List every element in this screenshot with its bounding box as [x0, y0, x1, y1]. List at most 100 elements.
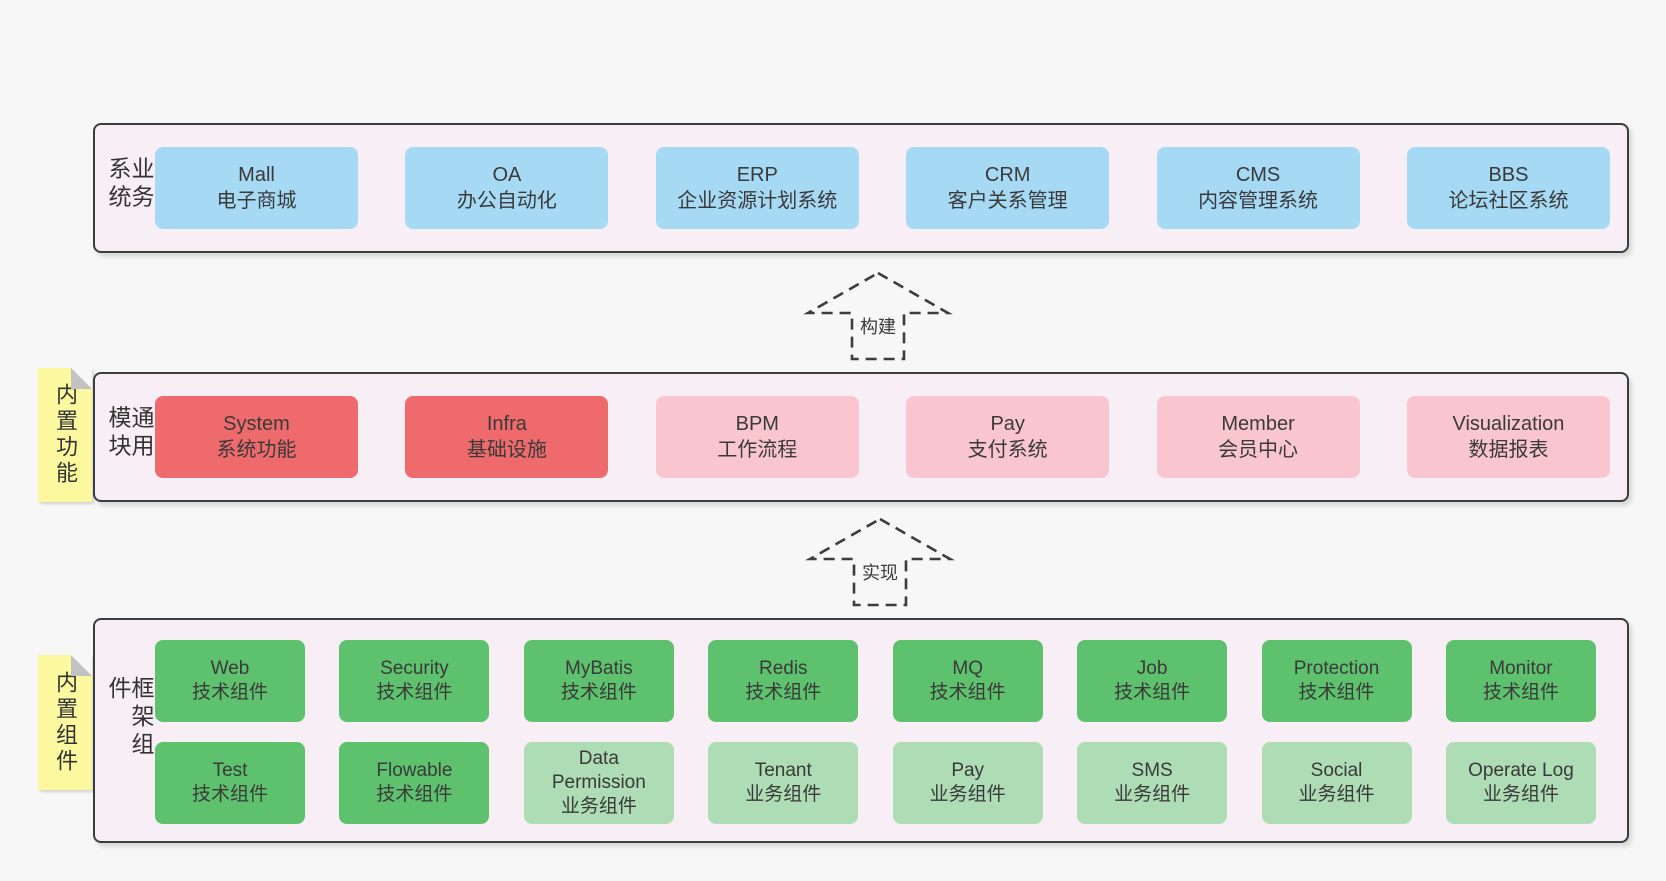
- box-title: Test: [212, 759, 248, 781]
- system-box-crm: CRM 客户关系管理: [906, 147, 1110, 229]
- system-box-cms: CMS 内容管理系统: [1156, 147, 1360, 229]
- box-subtitle: 会员中心: [1218, 439, 1299, 461]
- box-subtitle: 技术组件: [1114, 682, 1191, 703]
- box-subtitle: 论坛社区系统: [1448, 190, 1569, 212]
- module-box-bpm: BPM 工作流程: [655, 396, 859, 478]
- framework-rows: Web 技术组件 Security 技术组件 MyBatis 技术组件 Redi…: [155, 640, 1596, 824]
- component-box-security: Security 技术组件: [339, 640, 490, 722]
- component-box-web: Web 技术组件: [155, 640, 305, 722]
- box-subtitle: 内容管理系统: [1198, 190, 1319, 212]
- framework-row-1: Web 技术组件 Security 技术组件 MyBatis 技术组件 Redi…: [155, 640, 1596, 722]
- box-title: Member: [1221, 412, 1295, 435]
- box-title: Mall: [238, 163, 275, 186]
- component-box-mybatis: MyBatis 技术组件: [523, 640, 674, 722]
- box-title: CMS: [1235, 163, 1281, 186]
- box-subtitle: 系统功能: [216, 439, 297, 461]
- box-subtitle: 技术组件: [191, 682, 268, 703]
- box-title: Protection: [1293, 657, 1380, 679]
- box-subtitle: 业务组件: [560, 796, 637, 818]
- box-title: BPM: [735, 412, 779, 435]
- box-title: BBS: [1488, 163, 1529, 186]
- module-box-visualization: Visualization 数据报表: [1406, 396, 1610, 478]
- box-title: OA: [492, 163, 522, 186]
- component-box-social: Social 业务组件: [1261, 742, 1412, 824]
- box-title: Security: [380, 657, 449, 679]
- box-subtitle: 技术组件: [376, 682, 453, 703]
- box-subtitle: 数据报表: [1468, 439, 1549, 461]
- box-subtitle: 工作流程: [717, 439, 798, 461]
- module-box-member: Member 会员中心: [1156, 396, 1360, 478]
- box-title: Visualization: [1452, 412, 1565, 435]
- component-box-mq: MQ 技术组件: [892, 640, 1043, 722]
- arrow-implement: 实现: [800, 516, 960, 608]
- box-title: Monitor: [1489, 657, 1553, 679]
- arrow-build-label: 构建: [856, 312, 900, 340]
- box-subtitle: 业务组件: [929, 784, 1006, 805]
- band-business-label: 业务系统: [105, 156, 154, 213]
- component-box-monitor: Monitor 技术组件: [1445, 640, 1596, 722]
- box-subtitle: 技术组件: [376, 784, 453, 805]
- box-subtitle: 业务组件: [1114, 784, 1191, 805]
- box-title: Pay: [951, 759, 985, 781]
- component-box-protection: Protection 技术组件: [1261, 640, 1412, 722]
- box-subtitle: 技术组件: [929, 682, 1006, 703]
- module-box-pay: Pay 支付系统: [906, 396, 1110, 478]
- box-subtitle: 技术组件: [1482, 682, 1559, 703]
- system-box-bbs: BBS 论坛社区系统: [1406, 147, 1610, 229]
- component-box-sms: SMS 业务组件: [1077, 742, 1228, 824]
- framework-row-2: Test 技术组件 Flowable 技术组件 Data Permission …: [155, 742, 1596, 824]
- box-title: Data Permission: [551, 747, 646, 793]
- sticky-label: 内置组件: [53, 670, 78, 775]
- arrow-implement-label: 实现: [858, 558, 902, 586]
- component-box-redis: Redis 技术组件: [708, 640, 859, 722]
- band-modules-label: 通用模块: [105, 405, 154, 462]
- box-title: SMS: [1131, 759, 1173, 781]
- component-box-flowable: Flowable 技术组件: [339, 742, 490, 824]
- box-title: MyBatis: [565, 657, 633, 679]
- box-subtitle: 技术组件: [1298, 682, 1375, 703]
- component-box-job: Job 技术组件: [1077, 640, 1228, 722]
- arrow-build: 构建: [798, 270, 958, 362]
- system-box-mall: Mall 电子商城: [155, 147, 358, 229]
- box-title: Social: [1310, 759, 1363, 781]
- box-subtitle: 基础设施: [466, 439, 547, 461]
- box-title: Operate Log: [1468, 759, 1574, 781]
- box-title: Tenant: [754, 759, 812, 781]
- box-title: Web: [210, 657, 250, 679]
- box-subtitle: 业务组件: [1482, 784, 1559, 805]
- band-business-systems: 业务系统 Mall 电子商城 OA 办公自动化 ERP 企业资源计划系统 CRM…: [93, 123, 1629, 253]
- module-box-infra: Infra 基础设施: [405, 396, 609, 478]
- band-framework-components: 框架组件 Web 技术组件 Security 技术组件 MyBatis 技术组件…: [93, 618, 1629, 843]
- component-box-pay: Pay 业务组件: [892, 742, 1043, 824]
- box-title: Job: [1136, 657, 1168, 679]
- box-subtitle: 企业资源计划系统: [677, 190, 838, 212]
- box-title: System: [223, 412, 290, 435]
- box-subtitle: 业务组件: [1298, 784, 1375, 805]
- modules-box-row: System 系统功能 Infra 基础设施 BPM 工作流程 Pay 支付系统…: [155, 374, 1610, 500]
- module-box-system: System 系统功能: [155, 396, 358, 478]
- box-subtitle: 业务组件: [745, 784, 822, 805]
- component-box-test: Test 技术组件: [155, 742, 305, 824]
- box-subtitle: 技术组件: [191, 784, 268, 805]
- box-subtitle: 技术组件: [745, 682, 822, 703]
- band-framework-label: 框架组件: [105, 675, 154, 760]
- box-title: ERP: [736, 163, 778, 186]
- box-subtitle: 办公自动化: [456, 190, 557, 212]
- system-box-erp: ERP 企业资源计划系统: [655, 147, 859, 229]
- box-subtitle: 技术组件: [560, 682, 637, 703]
- box-title: Redis: [758, 657, 808, 679]
- box-title: MQ: [952, 657, 983, 679]
- component-box-data-permission: Data Permission 业务组件: [523, 742, 674, 824]
- box-title: Flowable: [376, 759, 453, 781]
- band-common-modules: 通用模块 System 系统功能 Infra 基础设施 BPM 工作流程 Pay…: [93, 372, 1629, 502]
- sticky-note-built-in-features: 内置功能: [38, 368, 92, 502]
- box-title: Pay: [990, 412, 1025, 435]
- sticky-label: 内置功能: [53, 383, 78, 487]
- box-subtitle: 电子商城: [216, 190, 297, 212]
- component-box-tenant: Tenant 业务组件: [708, 742, 859, 824]
- box-subtitle: 客户关系管理: [947, 190, 1068, 212]
- business-box-row: Mall 电子商城 OA 办公自动化 ERP 企业资源计划系统 CRM 客户关系…: [155, 125, 1610, 251]
- box-title: Infra: [486, 412, 527, 435]
- system-box-oa: OA 办公自动化: [405, 147, 609, 229]
